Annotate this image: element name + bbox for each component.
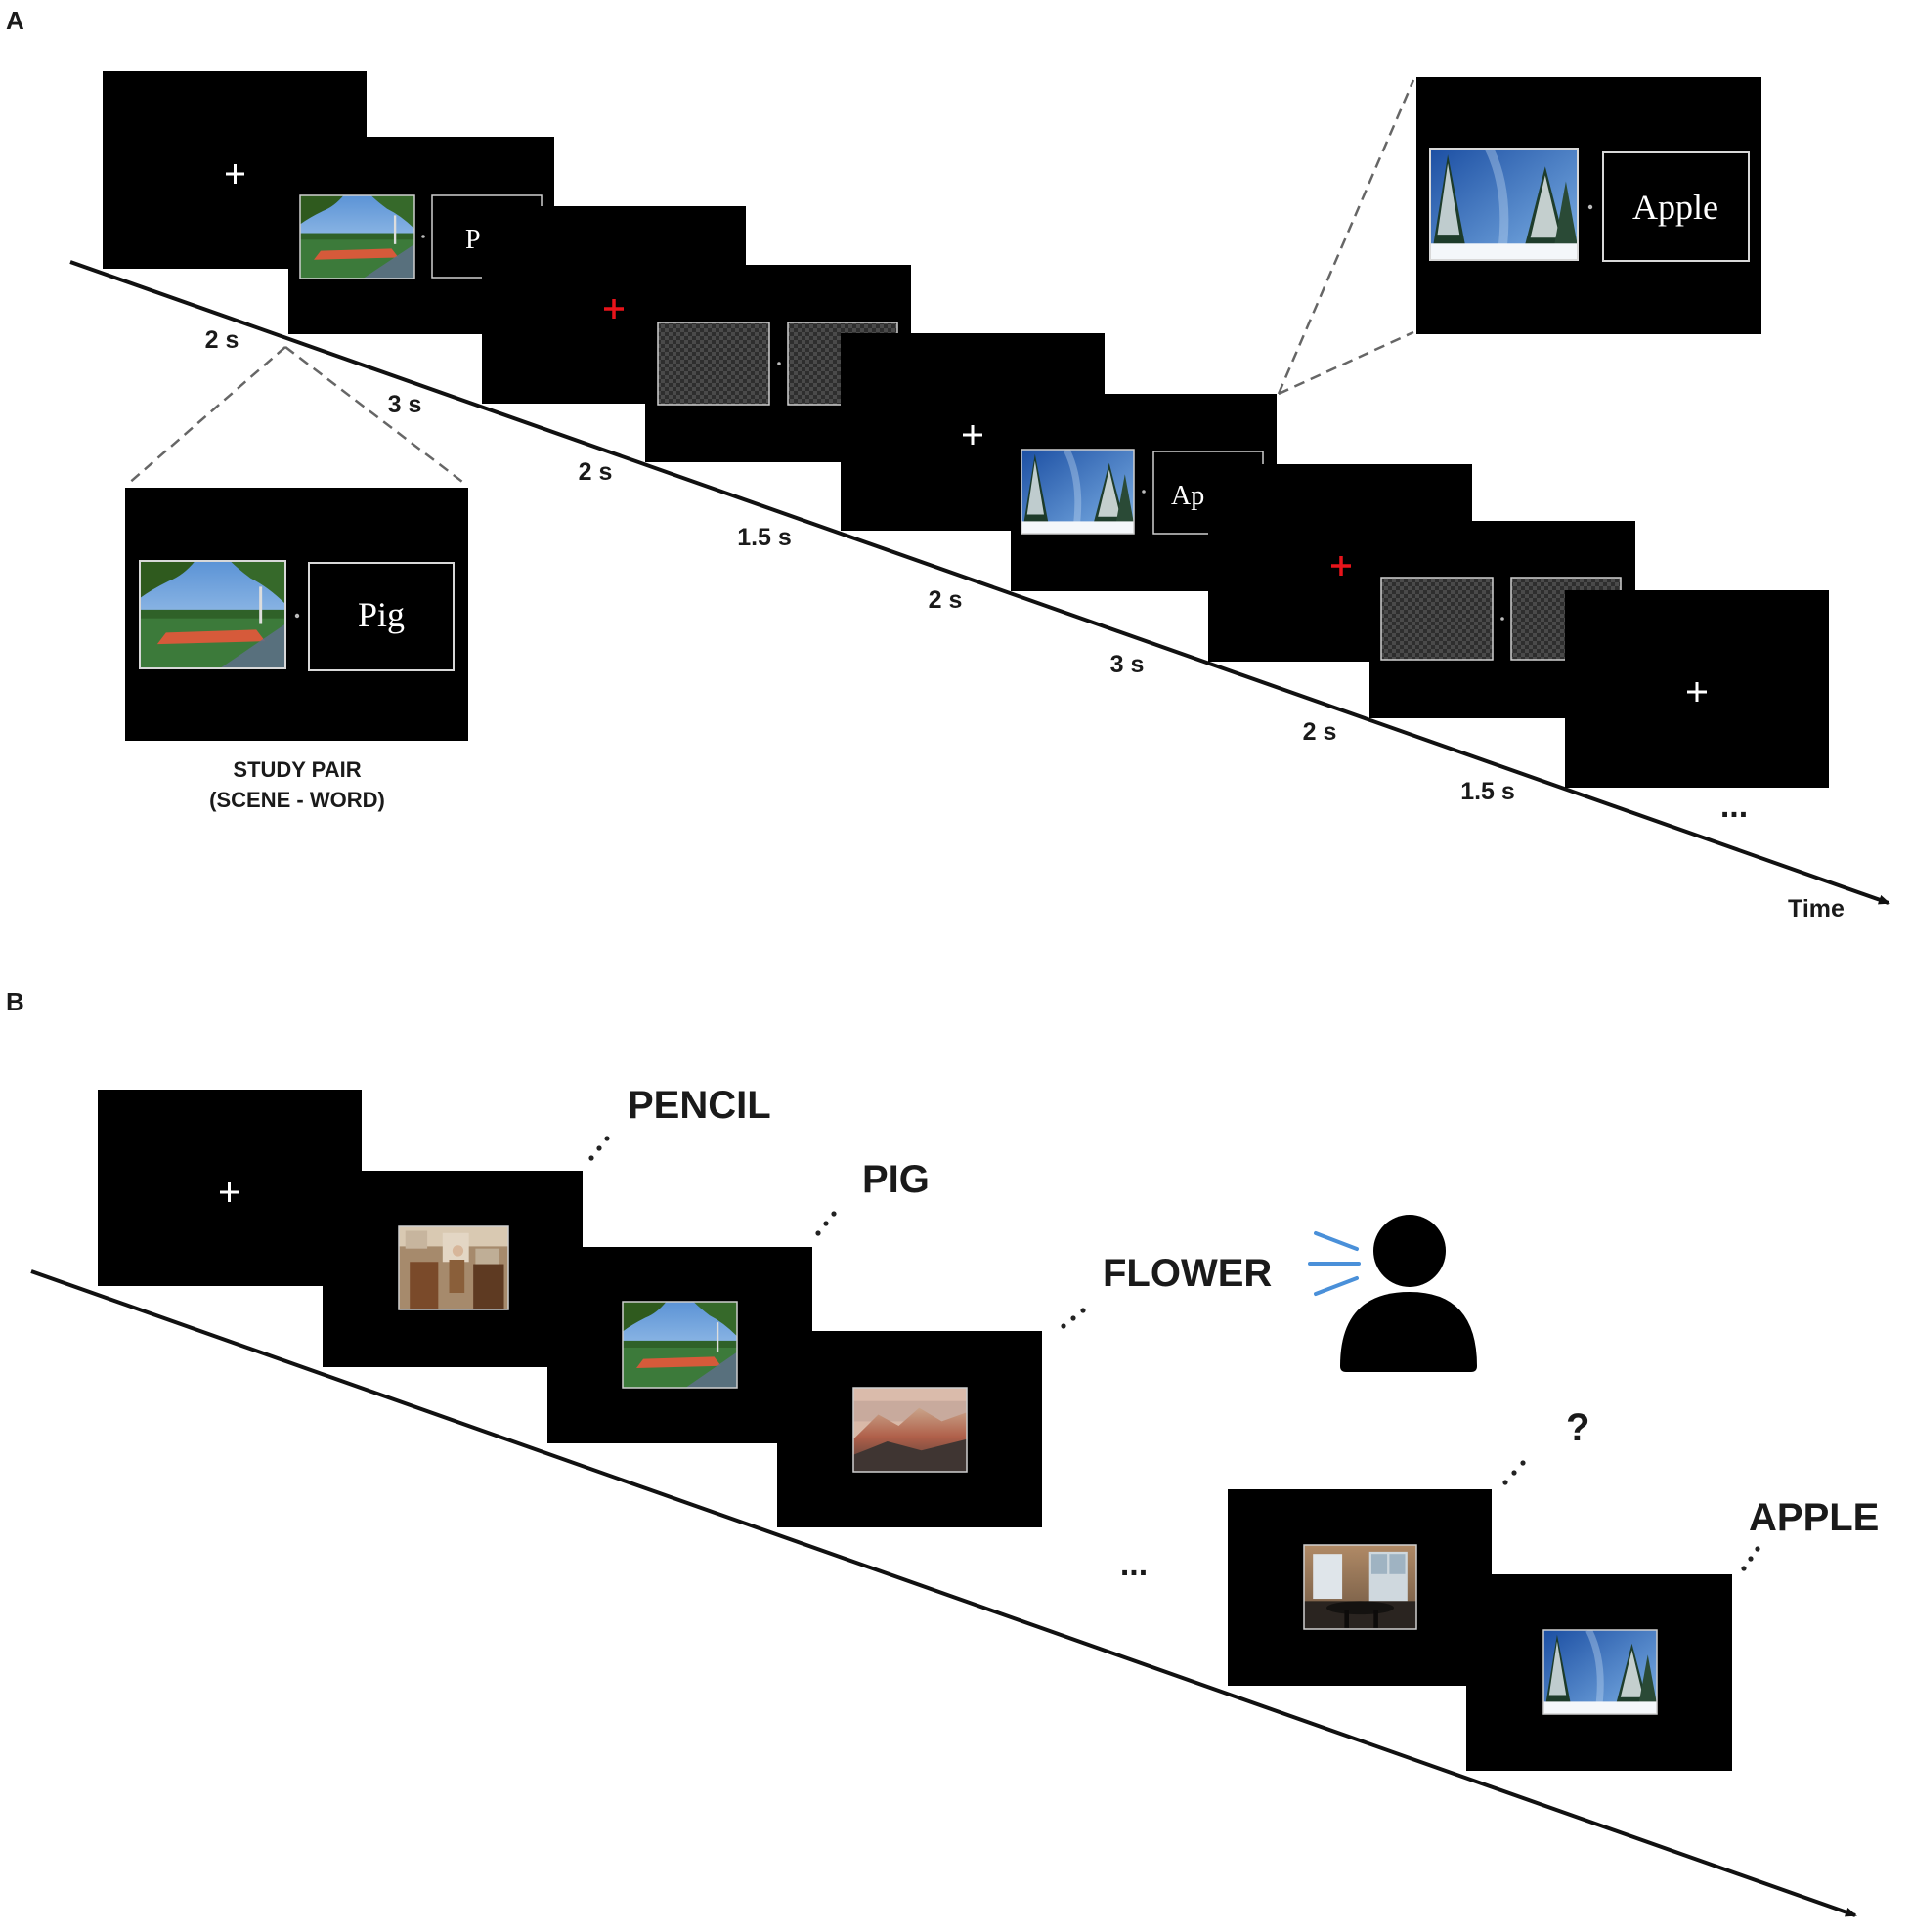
response-word-pencil: PENCIL bbox=[628, 1084, 771, 1127]
fixation-cross-red bbox=[604, 299, 624, 319]
response-word-pig: PIG bbox=[862, 1158, 930, 1201]
scene-image-park bbox=[623, 1302, 737, 1388]
test-screen-scene-mountain bbox=[777, 1331, 1042, 1527]
duration-label: 2 s bbox=[205, 326, 239, 354]
scene-image-winter bbox=[1543, 1630, 1657, 1714]
response-word-flower: FLOWER bbox=[1103, 1252, 1272, 1295]
fixation-cross bbox=[226, 164, 244, 184]
test-screen-scene-winter bbox=[1466, 1574, 1732, 1771]
duration-label: 3 s bbox=[1110, 651, 1145, 678]
time-axis-b bbox=[30, 1269, 1857, 1917]
duration-label: 1.5 s bbox=[1460, 778, 1515, 805]
test-screen-scene-indoor bbox=[323, 1171, 583, 1367]
speaking-person-icon bbox=[1308, 1215, 1477, 1372]
scene-image-winter bbox=[1430, 149, 1578, 260]
time-axis-a bbox=[69, 260, 1890, 905]
screen-fixation-3 bbox=[1565, 590, 1829, 788]
word-pig-partial: P bbox=[465, 225, 481, 255]
mask-image bbox=[657, 322, 770, 406]
study-pair-caption-line1: STUDY PAIR bbox=[233, 757, 361, 782]
response-word-apple: APPLE bbox=[1749, 1496, 1879, 1539]
test-screen-scene-park bbox=[547, 1247, 812, 1443]
time-axis-label: Time bbox=[1788, 895, 1845, 923]
response-word-unknown: ? bbox=[1566, 1406, 1589, 1449]
scene-image-indoor bbox=[399, 1226, 508, 1309]
duration-label: 2 s bbox=[929, 586, 963, 614]
duration-label: 2 s bbox=[579, 458, 613, 486]
word-apple-partial: Ap bbox=[1171, 481, 1204, 511]
fixation-cross bbox=[1687, 682, 1707, 702]
zoom-callout-pig: Pig bbox=[125, 346, 468, 741]
continuation-ellipsis: ... bbox=[1720, 788, 1748, 825]
fixation-cross bbox=[963, 425, 982, 445]
fixation-cross-red bbox=[1331, 556, 1351, 576]
duration-label: 2 s bbox=[1303, 718, 1337, 746]
test-screen-scene-kitchen bbox=[1228, 1489, 1492, 1686]
word-apple: Apple bbox=[1632, 188, 1718, 227]
speech-connectors bbox=[588, 1136, 1760, 1571]
duration-label: 3 s bbox=[388, 391, 422, 418]
scene-image-winter bbox=[1021, 450, 1134, 534]
word-pig: Pig bbox=[358, 595, 405, 634]
study-pair-caption-line2: (SCENE - WORD) bbox=[209, 788, 385, 812]
scene-image-park bbox=[140, 561, 285, 668]
fixation-cross bbox=[220, 1182, 239, 1202]
zoom-callout-apple: Apple bbox=[1277, 77, 1761, 396]
continuation-ellipsis: ... bbox=[1120, 1546, 1148, 1583]
panel-b-label: B bbox=[6, 987, 24, 1016]
duration-label: 1.5 s bbox=[737, 524, 792, 551]
panel-a-label: A bbox=[6, 6, 24, 35]
test-screen-fixation bbox=[98, 1090, 362, 1286]
scene-image-park bbox=[300, 195, 414, 279]
scene-image-mountain bbox=[853, 1388, 967, 1472]
scene-image-kitchen bbox=[1304, 1545, 1416, 1629]
mask-image bbox=[1380, 577, 1494, 661]
